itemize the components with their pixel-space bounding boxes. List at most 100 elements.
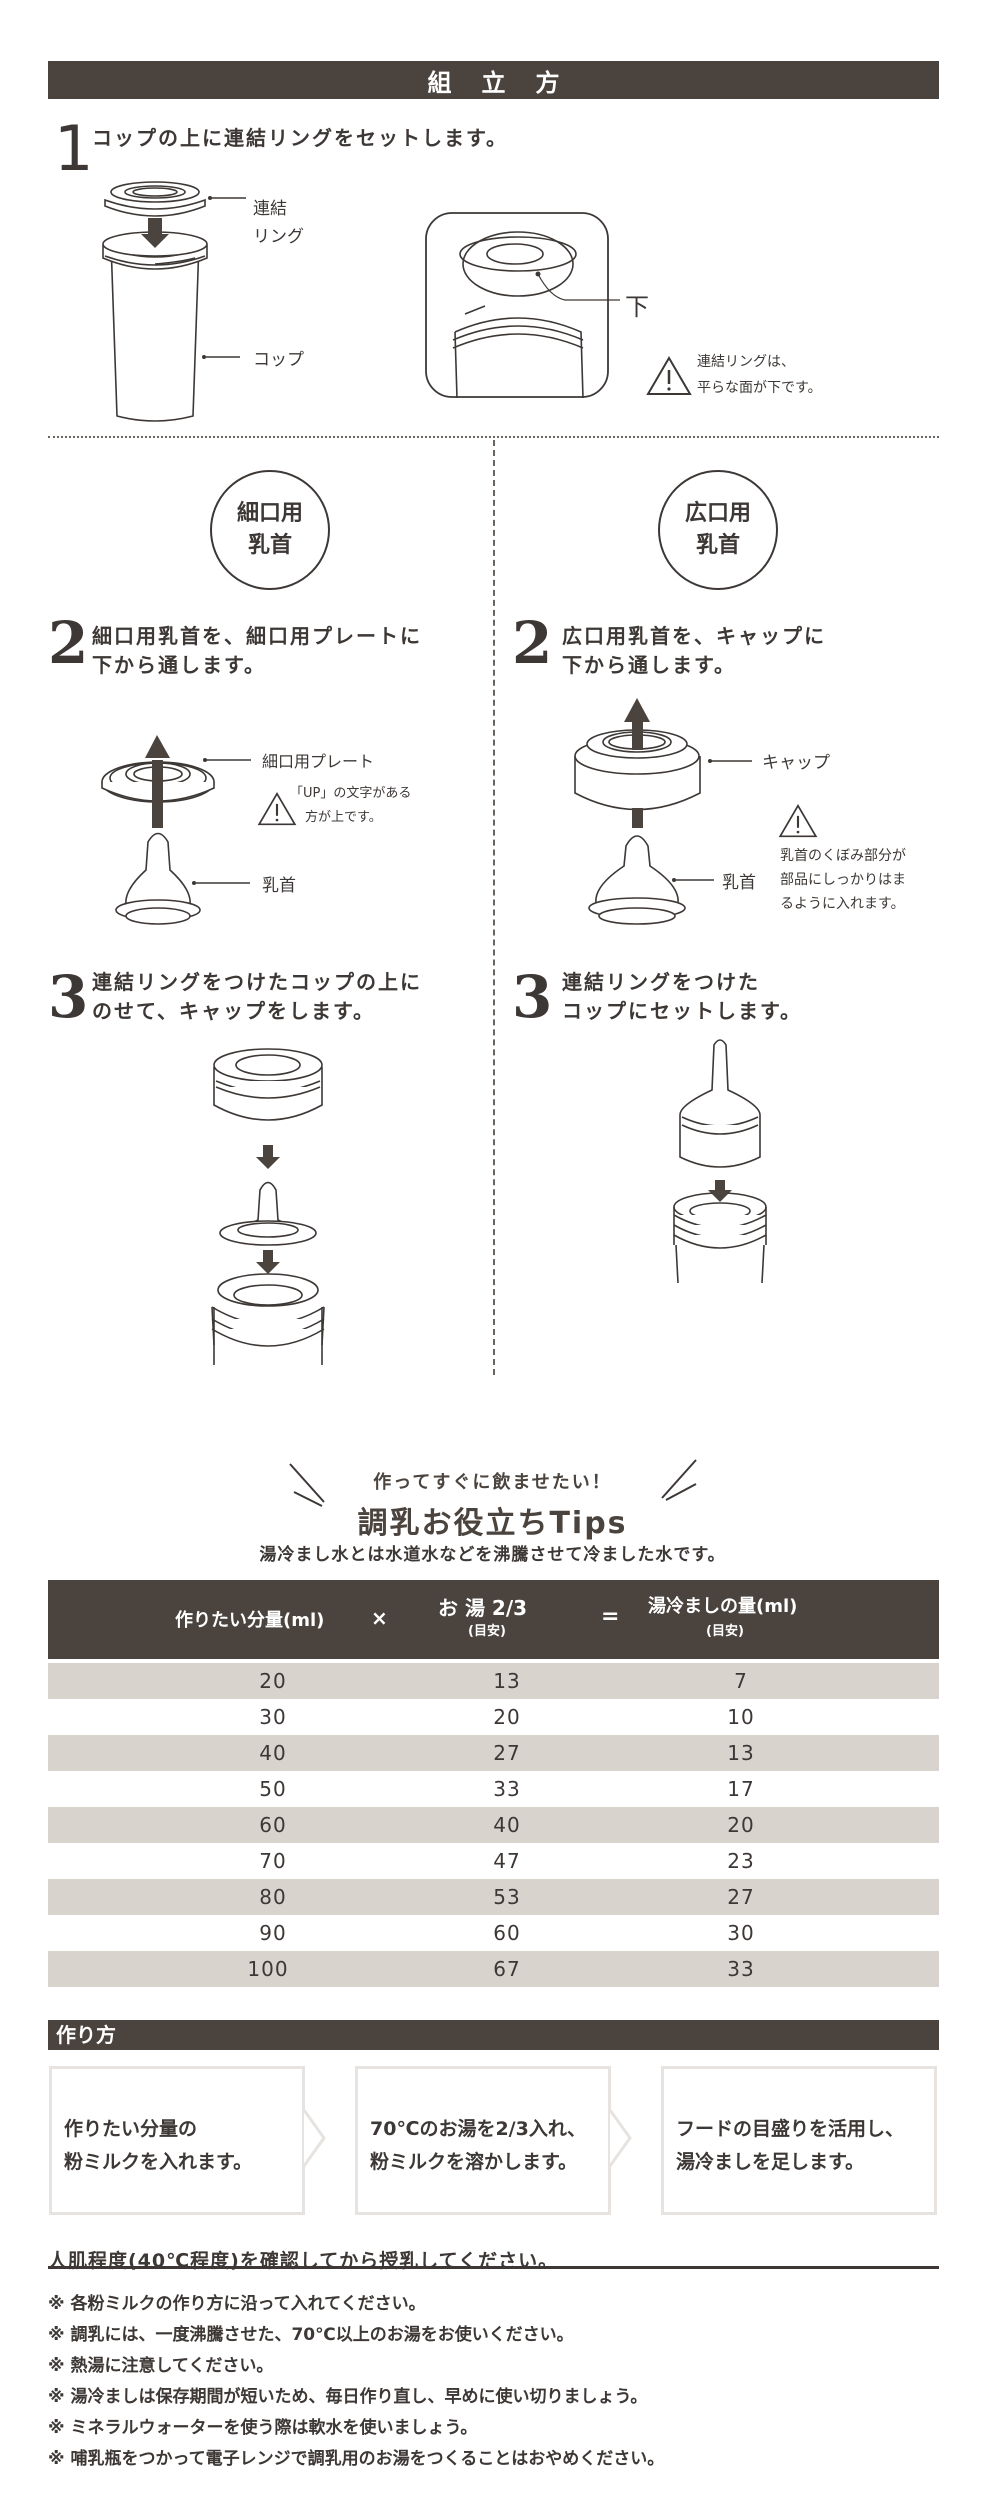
note-item: ※ 湯冷ましは保存期間が短いため、毎日作り直し、早めに使い切りましょう。 xyxy=(48,2387,648,2407)
cell-amount: 70 xyxy=(259,1849,287,1873)
cell-amount: 80 xyxy=(259,1885,287,1909)
header-hot-water-note: (目安) xyxy=(468,1624,506,1639)
wide-step-2-line1: 広口用乳首を、キャップに xyxy=(562,624,826,648)
cup-and-ring-illustration xyxy=(102,181,208,422)
tips-subtitle: 作ってすぐに飲ませたい！ xyxy=(373,1472,612,1493)
table-header: 作りたい分量(ml) × お 湯 2/3 (目安) = 湯冷ましの量(ml) (… xyxy=(48,1580,939,1659)
section-title-bar: 組立方 xyxy=(48,61,939,99)
narrow-badge-line2: 乳首 xyxy=(247,533,292,558)
table-row: 90 60 30 xyxy=(48,1915,939,1951)
cell-amount: 40 xyxy=(259,1741,287,1765)
cell-hot-water: 40 xyxy=(493,1813,521,1837)
cup-label: コップ xyxy=(253,350,304,370)
narrow-step-2-number: 2 xyxy=(48,609,89,677)
howto-step-2: 70℃のお湯を2/3入れ、 粉ミルクを溶かします。 xyxy=(355,2066,611,2215)
ring-leader-line xyxy=(208,196,246,200)
down-arrow-icon xyxy=(256,1145,280,1169)
section-title: 組立方 xyxy=(427,68,590,97)
narrow-step-3-line1: 連結リングをつけたコップの上に xyxy=(92,970,422,994)
wide-warning-line3: るように入れます。 xyxy=(780,896,905,912)
cell-hot-water: 53 xyxy=(493,1885,521,1909)
ring-label-line2: リング xyxy=(253,227,304,247)
cell-cool-water: 27 xyxy=(727,1885,755,1909)
howto-step-3-line2: 湯冷ましを足します。 xyxy=(676,2151,865,2173)
header-cool-water-note: (目安) xyxy=(706,1624,744,1639)
cell-hot-water: 20 xyxy=(493,1705,521,1729)
wide-step-3-text: 連結リングをつけた コップにセットします。 xyxy=(562,968,802,1026)
cell-hot-water: 33 xyxy=(493,1777,521,1801)
header-hot-water: お 湯 2/3 xyxy=(438,1596,528,1620)
header-amount: 作りたい分量(ml) xyxy=(175,1610,325,1631)
confirm-underline xyxy=(48,2266,939,2269)
bottom-label: 下 xyxy=(625,293,649,321)
cup-leader-line xyxy=(202,355,240,359)
howto-step-1: 作りたい分量の 粉ミルクを入れます。 xyxy=(49,2066,305,2215)
sparkle-lines-left-icon xyxy=(289,1463,325,1507)
wide-warning-line1: 乳首のくぼみ部分が xyxy=(780,848,906,864)
wide-step-2-text: 広口用乳首を、キャップに 下から通します。 xyxy=(562,622,826,680)
note-item: ※ ミネラルウォーターを使う際は軟水を使いましょう。 xyxy=(48,2418,478,2438)
cell-cool-water: 23 xyxy=(727,1849,755,1873)
table-row: 70 47 23 xyxy=(48,1843,939,1879)
cell-hot-water: 13 xyxy=(493,1669,521,1693)
howto-step-2-line1: 70℃のお湯を2/3入れ、 xyxy=(370,2118,587,2140)
cell-hot-water: 47 xyxy=(493,1849,521,1873)
tips-title: 調乳お役立ちTips xyxy=(357,1506,628,1541)
sparkle-lines-right-icon xyxy=(661,1459,697,1501)
warning-icon xyxy=(646,356,692,395)
howto-step-3-line1: フードの目盛りを活用し、 xyxy=(676,2118,905,2140)
cell-amount: 100 xyxy=(247,1957,289,1981)
header-cool-water: 湯冷ましの量(ml) xyxy=(648,1596,798,1617)
cell-cool-water: 30 xyxy=(727,1921,755,1945)
mixing-table: 作りたい分量(ml) × お 湯 2/3 (目安) = 湯冷ましの量(ml) (… xyxy=(48,1580,939,1987)
wide-nipple-label: 乳首 xyxy=(722,873,756,893)
narrow-nipple-label: 乳首 xyxy=(262,876,296,896)
cell-cool-water: 13 xyxy=(727,1741,755,1765)
narrow-neck-badge: 細口用 乳首 xyxy=(210,470,330,590)
ring-label-line1: 連結 xyxy=(253,199,287,219)
howto-step-1-line2: 粉ミルクを入れます。 xyxy=(64,2151,253,2173)
step-1-warning-line1: 連結リングは、 xyxy=(697,354,795,370)
cell-amount: 30 xyxy=(259,1705,287,1729)
narrow-step-3-number: 3 xyxy=(48,963,89,1031)
cell-hot-water: 27 xyxy=(493,1741,521,1765)
nipple-leader-line xyxy=(192,881,250,885)
cell-amount: 90 xyxy=(259,1921,287,1945)
narrow-step-2-text: 細口用乳首を、細口用プレートに 下から通します。 xyxy=(92,622,422,680)
wide-step-2-number: 2 xyxy=(512,609,553,677)
cap-label: キャップ xyxy=(762,753,830,773)
note-item: ※ 熱湯に注意してください。 xyxy=(48,2356,274,2376)
down-arrow-icon xyxy=(256,1250,280,1274)
up-arrow-icon xyxy=(624,698,650,722)
nipple-leader-line xyxy=(672,878,714,882)
narrow-step-3-text: 連結リングをつけたコップの上に のせて、キャップをします。 xyxy=(92,968,422,1026)
narrow-step-2-line2: 下から通します。 xyxy=(92,653,266,677)
howto-step-3: フードの目盛りを活用し、 湯冷ましを足します。 xyxy=(661,2066,937,2215)
narrow-warning-line1: 「UP」の文字がある xyxy=(290,786,412,801)
plate-leader-line xyxy=(203,758,251,762)
cell-hot-water: 60 xyxy=(493,1921,521,1945)
cell-amount: 60 xyxy=(259,1813,287,1837)
tips-description: 湯冷まし水とは水道水などを沸騰させて冷ました水です。 xyxy=(259,1545,726,1565)
plate-label: 細口用プレート xyxy=(262,752,375,771)
table-row: 100 67 33 xyxy=(48,1951,939,1987)
step-1-number: 1 xyxy=(54,112,94,185)
note-item: ※ 哺乳瓶をつかって電子レンジで調乳用のお湯をつくることはおやめください。 xyxy=(48,2449,665,2469)
narrow-step-3-line2: のせて、キャップをします。 xyxy=(92,999,375,1023)
down-arrow-icon xyxy=(708,1180,732,1202)
cell-hot-water: 67 xyxy=(493,1957,521,1981)
warning-icon xyxy=(778,804,818,838)
horizontal-divider xyxy=(48,436,939,438)
wide-step-3-line2: コップにセットします。 xyxy=(562,999,802,1023)
wide-neck-badge: 広口用 乳首 xyxy=(658,470,778,590)
narrow-badge-line1: 細口用 xyxy=(236,501,303,526)
cell-amount: 20 xyxy=(259,1669,287,1693)
howto-title-bar: 作り方 xyxy=(48,2020,939,2050)
vertical-divider xyxy=(493,440,495,1375)
down-arrow-icon xyxy=(141,218,169,248)
note-item: ※ 調乳には、一度沸騰させた、70℃以上のお湯をお使いください。 xyxy=(48,2325,574,2345)
chevron-right-icon xyxy=(302,2109,326,2167)
cell-cool-water: 33 xyxy=(727,1957,755,1981)
